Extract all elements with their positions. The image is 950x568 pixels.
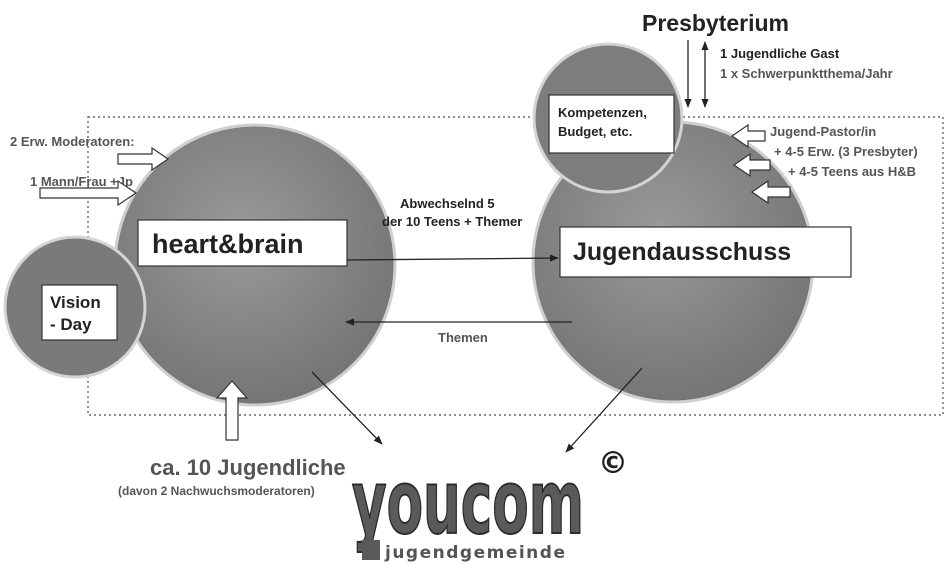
jugendausschuss-label: Jugendausschuss <box>573 238 791 266</box>
jugendliche-label: ca. 10 Jugendliche <box>150 455 346 480</box>
kompetenzen-label-1: Kompetenzen, <box>558 105 647 120</box>
focus-label: 1 x Schwerpunktthema/Jahr <box>720 66 893 81</box>
heart-to-jugend-arrow <box>346 254 559 262</box>
pastor-label: Jugend-Pastor/in <box>770 124 876 139</box>
copyright-mark: © <box>598 446 628 481</box>
pastor-arrow <box>730 123 766 149</box>
mann-frau-label: 1 Mann/Frau +Jp <box>30 174 133 189</box>
alternating-label-1: Abwechselnd 5 <box>400 196 495 211</box>
heart-to-logo-arrow <box>311 371 383 445</box>
jugendliche-up-arrow <box>215 380 249 441</box>
moderators-label: 2 Erw. Moderatoren: <box>10 134 134 149</box>
moderator-arrow-2 <box>39 179 138 207</box>
heart-brain-label: heart&brain <box>152 229 304 259</box>
jugendgemeinde-label: jugendgemeinde <box>384 543 566 563</box>
kompetenzen-box <box>548 94 675 154</box>
teens-arrow <box>750 179 791 205</box>
themen-label: Themen <box>438 330 488 345</box>
vision-label-1: Vision <box>50 293 101 312</box>
teens-label: + 4-5 Teens aus H&B <box>788 164 916 179</box>
erw-label: + 4-5 Erw. (3 Presbyter) <box>774 144 918 159</box>
presbyterium-label: Presbyterium <box>642 10 789 36</box>
guest-label: 1 Jugendliche Gast <box>720 46 840 61</box>
vision-label-2: - Day <box>50 315 92 334</box>
kompetenzen-label-2: Budget, etc. <box>558 124 632 139</box>
alternating-label-2: der 10 Teens + Themer <box>382 214 522 229</box>
jugend-to-logo-arrow <box>565 367 643 453</box>
youcom-logo-text: youcom <box>352 451 584 554</box>
youcom-logo: youcom © jugendgemeinde <box>351 446 628 563</box>
jugendausschuss-box <box>559 226 852 278</box>
moderator-arrow-1 <box>117 146 170 172</box>
youcom-j-mark <box>362 540 380 560</box>
erw-arrow <box>732 152 771 178</box>
nachwuchs-label: (davon 2 Nachwuchsmoderatoren) <box>118 484 315 498</box>
heart-brain-box <box>137 219 348 267</box>
vision-day-box <box>41 284 118 341</box>
